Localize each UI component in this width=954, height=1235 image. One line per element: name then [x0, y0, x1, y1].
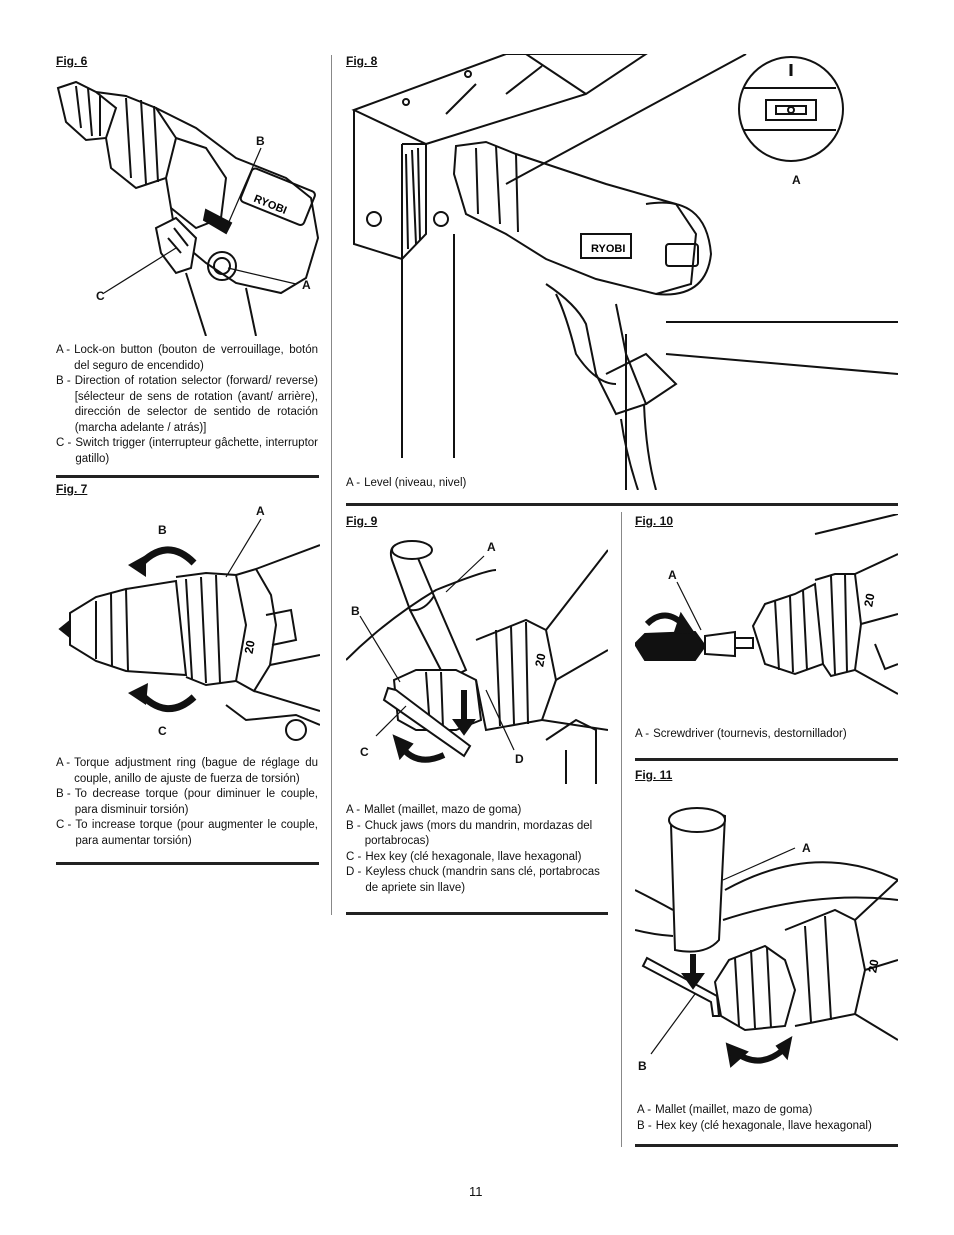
fig11-torque-number: 20: [865, 958, 881, 974]
legend-item: B -Hex key (clé hexagonale, llave hexago…: [637, 1119, 872, 1132]
fig7-legend: A -Torque adjustment ring (bague de régl…: [56, 756, 318, 849]
fig6-illustration-drill-controls: RYOBI: [56, 78, 320, 336]
fig10-title: Fig. 10: [635, 514, 674, 528]
fig11-title: Fig. 11: [635, 768, 673, 782]
legend-item: B -To decrease torque (pour diminuer le …: [56, 788, 318, 816]
fig8-illustration-level-drilling: RYOBI: [346, 54, 898, 490]
fig9-illustration-chuck-removal: 20: [346, 530, 608, 784]
fig8-legend: A -Level (niveau, nivel): [346, 476, 626, 492]
fig7-illustration-torque-ring: 20: [56, 505, 320, 747]
fig8-title: Fig. 8: [346, 54, 378, 68]
column-divider-right: [621, 512, 622, 1147]
fig11-legend: A -Mallet (maillet, mazo de goma) B -Hex…: [637, 1103, 898, 1134]
fig10-torque-number: 20: [861, 592, 877, 608]
fig11-bottom-rule: [635, 1144, 898, 1147]
fig7-callout-c: C: [158, 724, 167, 738]
fig6-callout-c: C: [96, 289, 105, 303]
fig9-bottom-rule: [346, 912, 608, 915]
legend-item: A -Mallet (maillet, mazo de goma): [346, 804, 522, 816]
fig9-title: Fig. 9: [346, 514, 378, 528]
fig10-legend: A -Screwdriver (tournevis, destornillado…: [635, 727, 898, 743]
legend-item: C -Switch trigger (interrupteur gâchette…: [56, 437, 318, 465]
fig9-callout-d: D: [515, 752, 524, 766]
fig7-torque-number: 20: [242, 639, 258, 655]
legend-item: C -To increase torque (pour augmenter le…: [56, 819, 318, 847]
fig7-title: Fig. 7: [56, 482, 88, 496]
fig6-callout-a: A: [302, 278, 311, 292]
fig9-callout-b: B: [351, 604, 360, 618]
fig8-callout-a: A: [792, 173, 801, 187]
fig6-title: Fig. 6: [56, 54, 88, 68]
fig6-bottom-rule: [56, 475, 319, 478]
fig10-illustration-screwdriver: 20: [635, 514, 898, 709]
fig7-callout-b: B: [158, 523, 167, 537]
legend-item: A -Level (niveau, nivel): [346, 477, 467, 489]
fig10-callout-a: A: [668, 568, 677, 582]
legend-item: B -Direction of rotation selector (forwa…: [56, 375, 318, 434]
fig11-callout-a: A: [802, 841, 811, 855]
page-number: 11: [469, 1184, 483, 1199]
legend-item: A -Lock-on button (bouton de verrouillag…: [56, 344, 318, 372]
legend-item: A -Screwdriver (tournevis, destornillado…: [635, 728, 847, 740]
column-divider-left: [331, 55, 332, 915]
fig9-callout-c: C: [360, 745, 369, 759]
fig8-bottom-rule: [346, 503, 898, 506]
legend-item: A -Torque adjustment ring (bague de régl…: [56, 757, 318, 785]
fig9-legend: A -Mallet (maillet, mazo de goma) B -Chu…: [346, 803, 608, 896]
fig6-callout-b: B: [256, 134, 265, 148]
legend-item: D -Keyless chuck (mandrin sans clé, port…: [346, 866, 600, 894]
fig11-callout-b: B: [638, 1059, 647, 1073]
fig9-callout-a: A: [487, 540, 496, 554]
fig7-callout-a: A: [256, 504, 265, 518]
legend-item: B -Chuck jaws (mors du mandrin, mordazas…: [346, 819, 593, 848]
legend-item: A -Mallet (maillet, mazo de goma): [637, 1104, 813, 1116]
legend-item: C -Hex key (clé hexagonale, llave hexago…: [346, 850, 582, 863]
fig8-brand-label: RYOBI: [591, 243, 625, 255]
fig6-legend: A -Lock-on button (bouton de verrouillag…: [56, 343, 318, 467]
fig9-torque-number: 20: [532, 652, 548, 668]
fig10-bottom-rule: [635, 758, 898, 761]
fig11-illustration-mallet-hexkey: 20: [635, 790, 898, 1090]
fig7-bottom-rule: [56, 862, 319, 865]
